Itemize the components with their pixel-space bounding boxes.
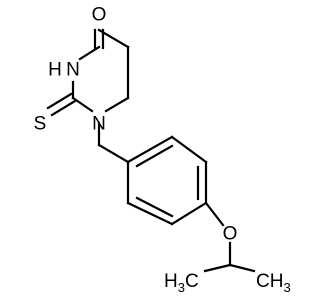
bond-n1-c2	[71, 96, 94, 113]
methyl-right-subscript: 3	[283, 280, 290, 295]
amide-nitrogen-label: N	[66, 60, 80, 81]
bond-ar5-ar6	[126, 201, 174, 226]
bond-c2-s-b	[46, 92, 73, 110]
ether-oxygen-label: O	[223, 224, 238, 245]
carbonyl-oxygen-label: O	[92, 5, 107, 26]
ring-nitrogen-label: N	[92, 114, 106, 135]
bond-ch-me-right	[228, 263, 256, 273]
bond-ar4-ar5	[170, 201, 208, 226]
methyl-right-ch: CH	[256, 271, 283, 292]
amide-hydrogen-label: H	[48, 60, 62, 81]
methyl-left-label: H3C	[164, 271, 199, 295]
bond-ar-o	[204, 201, 225, 227]
methyl-left-subscript: 3	[178, 280, 185, 295]
bond-c2-s-a	[50, 99, 77, 117]
thione-sulfur-label: S	[34, 114, 47, 135]
methyl-right-label: CH3	[256, 271, 291, 295]
bond-ar2-ar3	[170, 135, 208, 164]
methyl-left-h: H	[164, 271, 178, 292]
bond-ar1-ar2	[126, 135, 174, 164]
chemical-structure: O N H S N O H3C CH3	[34, 5, 291, 296]
bonds	[46, 28, 256, 273]
methyl-left-c: C	[185, 271, 199, 292]
bond-n3-c4	[78, 45, 101, 61]
bond-ar-inner-1	[135, 144, 174, 168]
bond-ch2-ring	[97, 143, 130, 164]
atom-labels: O N H S N O H3C CH3	[34, 5, 291, 296]
bond-ch-me-left	[203, 263, 232, 273]
bond-c6-n1	[104, 96, 130, 113]
bond-ar-inner-3	[135, 196, 174, 218]
